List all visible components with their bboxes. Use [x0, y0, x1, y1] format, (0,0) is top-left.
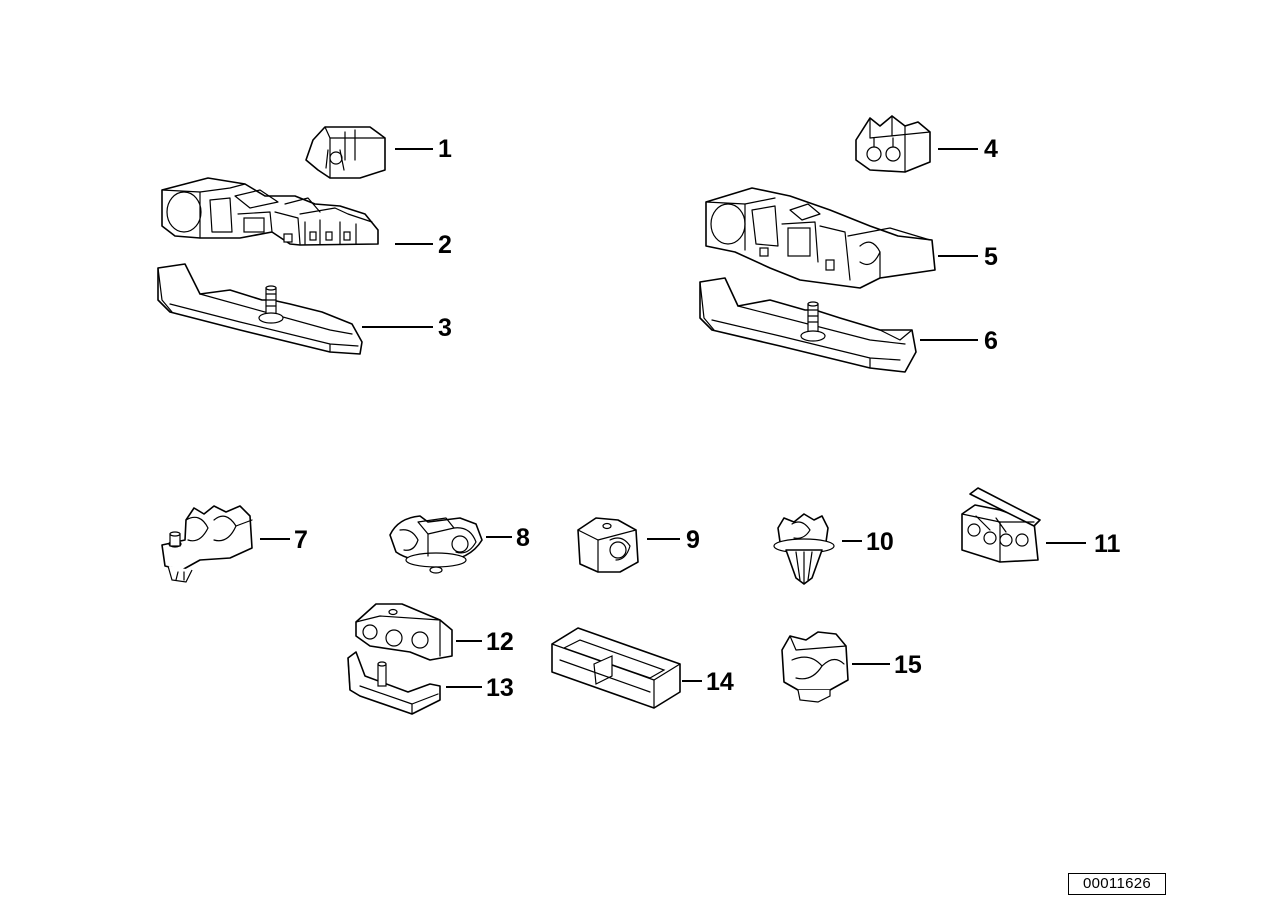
part-7-clip-with-pin	[161, 505, 253, 583]
part-11-clip-triple-with-flap	[961, 487, 1041, 563]
callout-5: 5	[984, 243, 998, 271]
callout-1: 1	[438, 135, 452, 163]
part-9-clip-small-block	[577, 517, 639, 573]
callout-3: 3	[438, 314, 452, 342]
callout-8: 8	[516, 524, 530, 552]
callout-12: 12	[486, 628, 514, 656]
part-1-clip-single	[305, 126, 386, 179]
part-4-clip-double	[855, 115, 931, 173]
callout-9: 9	[686, 526, 700, 554]
part-8-clip-round-base	[389, 515, 483, 574]
part-12-clip-triple	[355, 603, 453, 661]
callout-4: 4	[984, 135, 998, 163]
part-14-sleeve-rectangular	[551, 627, 681, 709]
callout-11: 11	[1094, 530, 1121, 558]
part-10-expanding-rivet-clip	[773, 513, 835, 585]
document-id-label: 00011626	[1068, 873, 1166, 895]
callout-13: 13	[486, 674, 514, 702]
callout-15: 15	[894, 651, 922, 679]
part-3-base-rail-stud	[157, 263, 363, 355]
callout-14: 14	[706, 668, 734, 696]
part-2-clip-holder-large	[161, 177, 379, 246]
part-15-clip-snap-in	[781, 631, 849, 703]
callout-6: 6	[984, 327, 998, 355]
part-6-base-rail-stud-alt	[699, 277, 917, 373]
callout-2: 2	[438, 231, 452, 259]
callout-10: 10	[866, 528, 894, 556]
part-5-clip-holder-large-alt	[705, 187, 936, 289]
part-13-bracket-with-stud	[347, 651, 441, 715]
callout-7: 7	[294, 526, 308, 554]
